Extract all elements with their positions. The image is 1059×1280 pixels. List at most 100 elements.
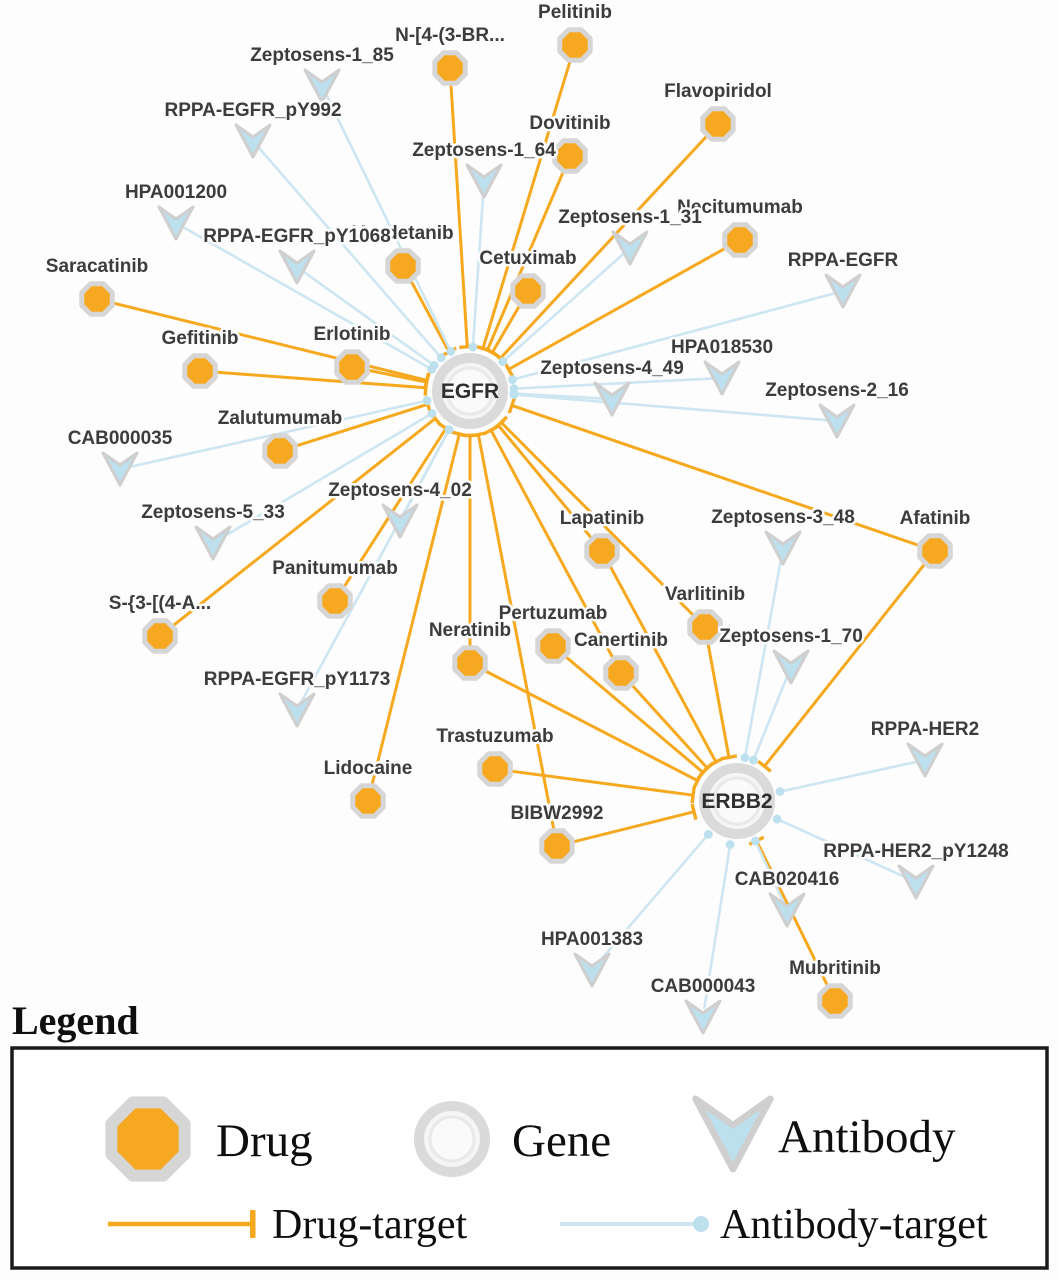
drug-octagon-icon [79, 281, 115, 317]
edge-zeptosens_2_16-egfr [509, 390, 830, 422]
edge-necitumumab-egfr [503, 244, 731, 378]
node-label-saracatinib: Saracatinib [46, 256, 148, 277]
node-label-rppa_her2_py1248: RPPA-HER2_pY1248 [823, 841, 1009, 862]
antibody-chevron-icon [381, 503, 419, 539]
edge-rppa_her2-erbb2 [775, 760, 918, 796]
node-label-lidocaine: Lidocaine [324, 758, 413, 779]
edge-cab000043-erbb2 [702, 840, 735, 1010]
node-zeptosens_3_48 [764, 530, 802, 566]
node-varlitinib [687, 609, 723, 645]
edge-pelitinib-egfr [474, 56, 573, 353]
node-label-hpa001383: HPA001383 [541, 929, 643, 950]
edge-lapatinib-erbb2 [606, 560, 724, 768]
node-vandetanib [385, 248, 421, 284]
antibody-target-dot-icon [693, 1216, 709, 1232]
node-label-rppa_egfr: RPPA-EGFR [788, 250, 899, 271]
antibody-chevron-icon [593, 381, 631, 417]
node-zeptosens_1_85 [303, 68, 341, 104]
antibody-chevron-icon [818, 403, 856, 439]
node-label-pertuzumab: Pertuzumab [499, 603, 608, 624]
node-label-flavopiridol: Flavopiridol [664, 81, 772, 102]
node-s3_4a [142, 618, 178, 654]
drug-octagon-icon [350, 783, 386, 819]
legend-drug-label: Drug [216, 1115, 313, 1167]
edge-zeptosens_1_31-egfr [498, 252, 625, 367]
node-afatinib [917, 533, 953, 569]
node-rppa_her2_py1248 [897, 864, 935, 900]
edge-lapatinib-egfr [490, 418, 596, 543]
node-zalutumumab [262, 433, 298, 469]
node-n4_3br [432, 50, 468, 86]
node-label-rppa_egfr_py1173: RPPA-EGFR_pY1173 [204, 669, 391, 690]
node-label-zeptosens_1_31: Zeptosens-1_31 [558, 207, 702, 228]
node-zeptosens_5_33 [194, 525, 232, 561]
antibody-chevron-icon [684, 999, 722, 1035]
drug-octagon-icon [687, 609, 723, 645]
node-label-s3_4a: S-{3-[(4-A... [109, 593, 211, 614]
antibody-chevron-icon [278, 692, 316, 728]
node-pelitinib [557, 27, 593, 63]
edge-pertuzumab-erbb2 [561, 652, 710, 780]
antibody-chevron-icon [278, 249, 316, 285]
node-hpa001200 [157, 205, 195, 241]
drug-octagon-icon [535, 628, 571, 664]
edge-rppa_egfr_py992-egfr [257, 146, 446, 363]
node-label-neratinib: Neratinib [429, 620, 511, 641]
edge-hpa018530-egfr [509, 377, 715, 394]
drug-octagon-icon [603, 655, 639, 691]
edge-s3_4a-egfr [168, 411, 442, 630]
legend-drug-edge-label: Drug-target [272, 1202, 467, 1248]
edge-panitumumab-egfr [340, 422, 454, 592]
node-label-canertinib: Canertinib [574, 630, 668, 651]
node-lapatinib [584, 533, 620, 569]
drug-legend-icon [105, 1096, 191, 1182]
antibody-chevron-icon [101, 451, 139, 487]
antibody-chevron-icon [465, 163, 503, 199]
nodes-layer [79, 27, 953, 1035]
node-rppa_egfr_py1068 [278, 249, 316, 285]
drug-octagon-icon [510, 273, 546, 309]
drug-octagon-icon [584, 533, 620, 569]
node-mubritinib [817, 983, 853, 1019]
node-label-vandetanib: Vandetanib [352, 223, 453, 244]
edge-bibw2992-egfr [470, 431, 557, 835]
drug-octagon-icon [722, 222, 758, 258]
node-rppa_her2 [906, 742, 944, 778]
edge-cetuximab-egfr [484, 300, 524, 359]
gene-label-egfr: EGFR [441, 380, 499, 403]
node-label-lapatinib: Lapatinib [560, 508, 644, 529]
node-label-cab000035: CAB000035 [68, 428, 173, 449]
drug-octagon-icon [917, 533, 953, 569]
legend: Legend Drug Gene Antibody Drug-target [10, 998, 1049, 1270]
drug-octagon-icon [452, 645, 488, 681]
edges-layer [108, 56, 929, 1010]
node-pertuzumab [535, 628, 571, 664]
labels-layer: EGFRERBB2PelitinibN-[4-(3-BR...Dovitinib… [43, 0, 1011, 1000]
drug-octagon-icon [182, 353, 218, 389]
node-neratinib [452, 645, 488, 681]
node-hpa001383 [573, 952, 611, 988]
node-label-zeptosens_4_02: Zeptosens-4_02 [328, 480, 472, 501]
node-label-pelitinib: Pelitinib [538, 2, 612, 23]
node-panitumumab [317, 583, 353, 619]
node-label-hpa018530: HPA018530 [671, 337, 773, 358]
node-dovitinib [552, 138, 588, 174]
edge-erlotinib-egfr [363, 367, 430, 391]
antibody-chevron-icon [703, 360, 741, 396]
node-label-cetuximab: Cetuximab [479, 248, 576, 269]
antibody-chevron-icon [194, 525, 232, 561]
gene-circle-inner-icon [712, 776, 762, 826]
node-label-zeptosens_5_33: Zeptosens-5_33 [141, 502, 285, 523]
node-flavopiridol [700, 106, 736, 142]
node-label-varlitinib: Varlitinib [665, 584, 745, 605]
edge-rppa_egfr-egfr [508, 291, 836, 385]
gene-circle-inner-icon [445, 366, 495, 416]
edge-canertinib-erbb2 [627, 680, 715, 775]
gene-label-erbb2: ERBB2 [701, 790, 772, 813]
node-zeptosens_1_31 [611, 230, 649, 266]
edge-lidocaine-egfr [369, 430, 468, 790]
edge-zeptosens_1_85-egfr [324, 92, 456, 356]
drug-octagon-icon [817, 983, 853, 1019]
edge-trastuzumab-erbb2 [506, 769, 696, 804]
